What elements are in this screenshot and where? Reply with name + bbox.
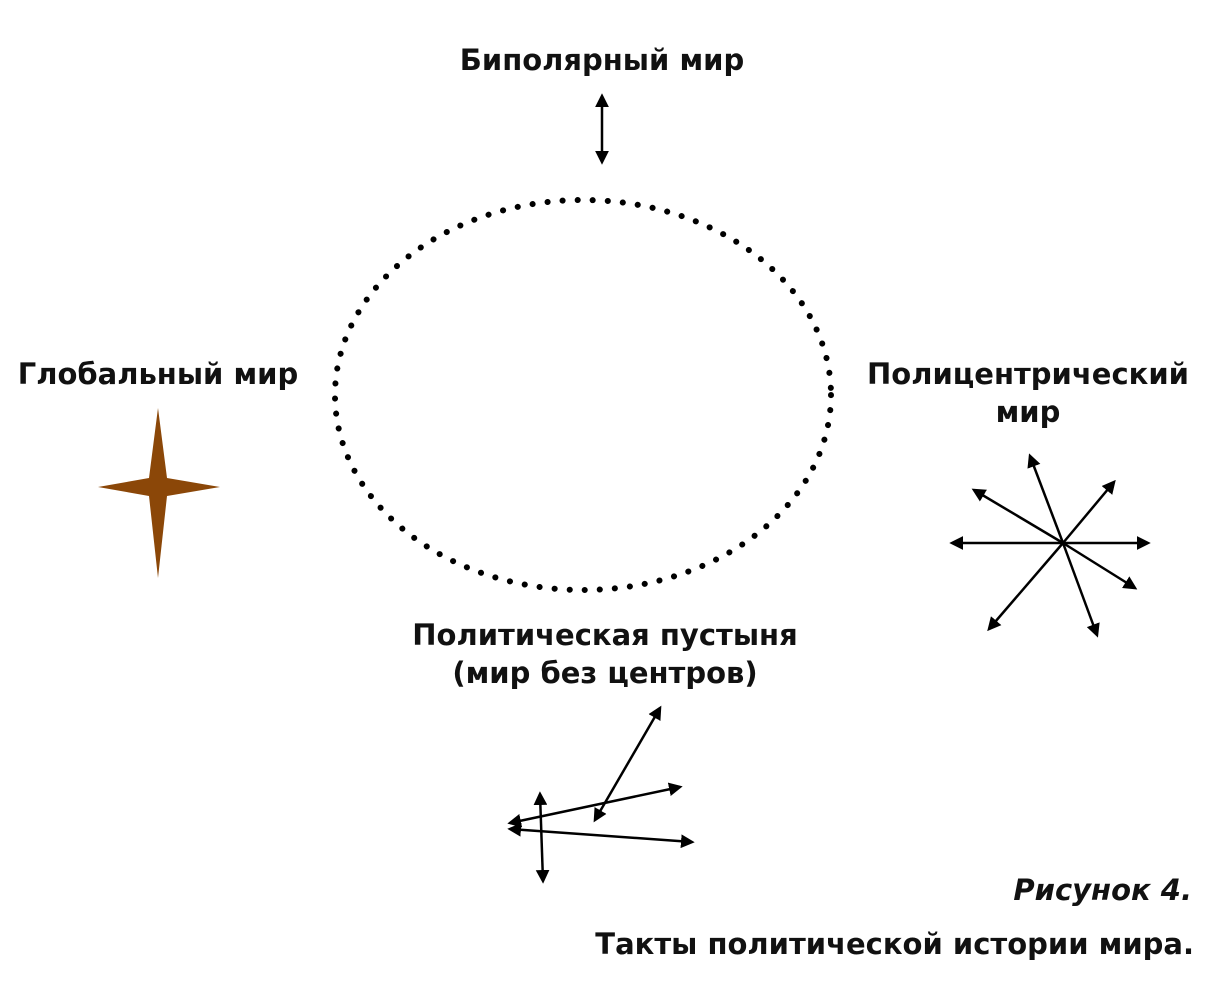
desert-arrows [507, 705, 695, 884]
global-star-icon [98, 408, 220, 578]
label-bipolar: Биполярный мир [459, 43, 745, 77]
cycle-ellipse [332, 197, 834, 593]
caption-figure: Рисунок 4. [1013, 873, 1192, 907]
label-desert-line1: Политическая пустыня [412, 618, 798, 652]
label-polycentric-line1: Полицентрический [867, 357, 1189, 391]
label-polycentric-line2: мир [995, 395, 1061, 429]
polycentric-arrows [949, 453, 1151, 638]
caption-title: Такты политической истории мира. [595, 927, 1194, 961]
label-desert-line2: (мир без центров) [452, 656, 758, 690]
label-global: Глобальный мир [17, 357, 299, 391]
